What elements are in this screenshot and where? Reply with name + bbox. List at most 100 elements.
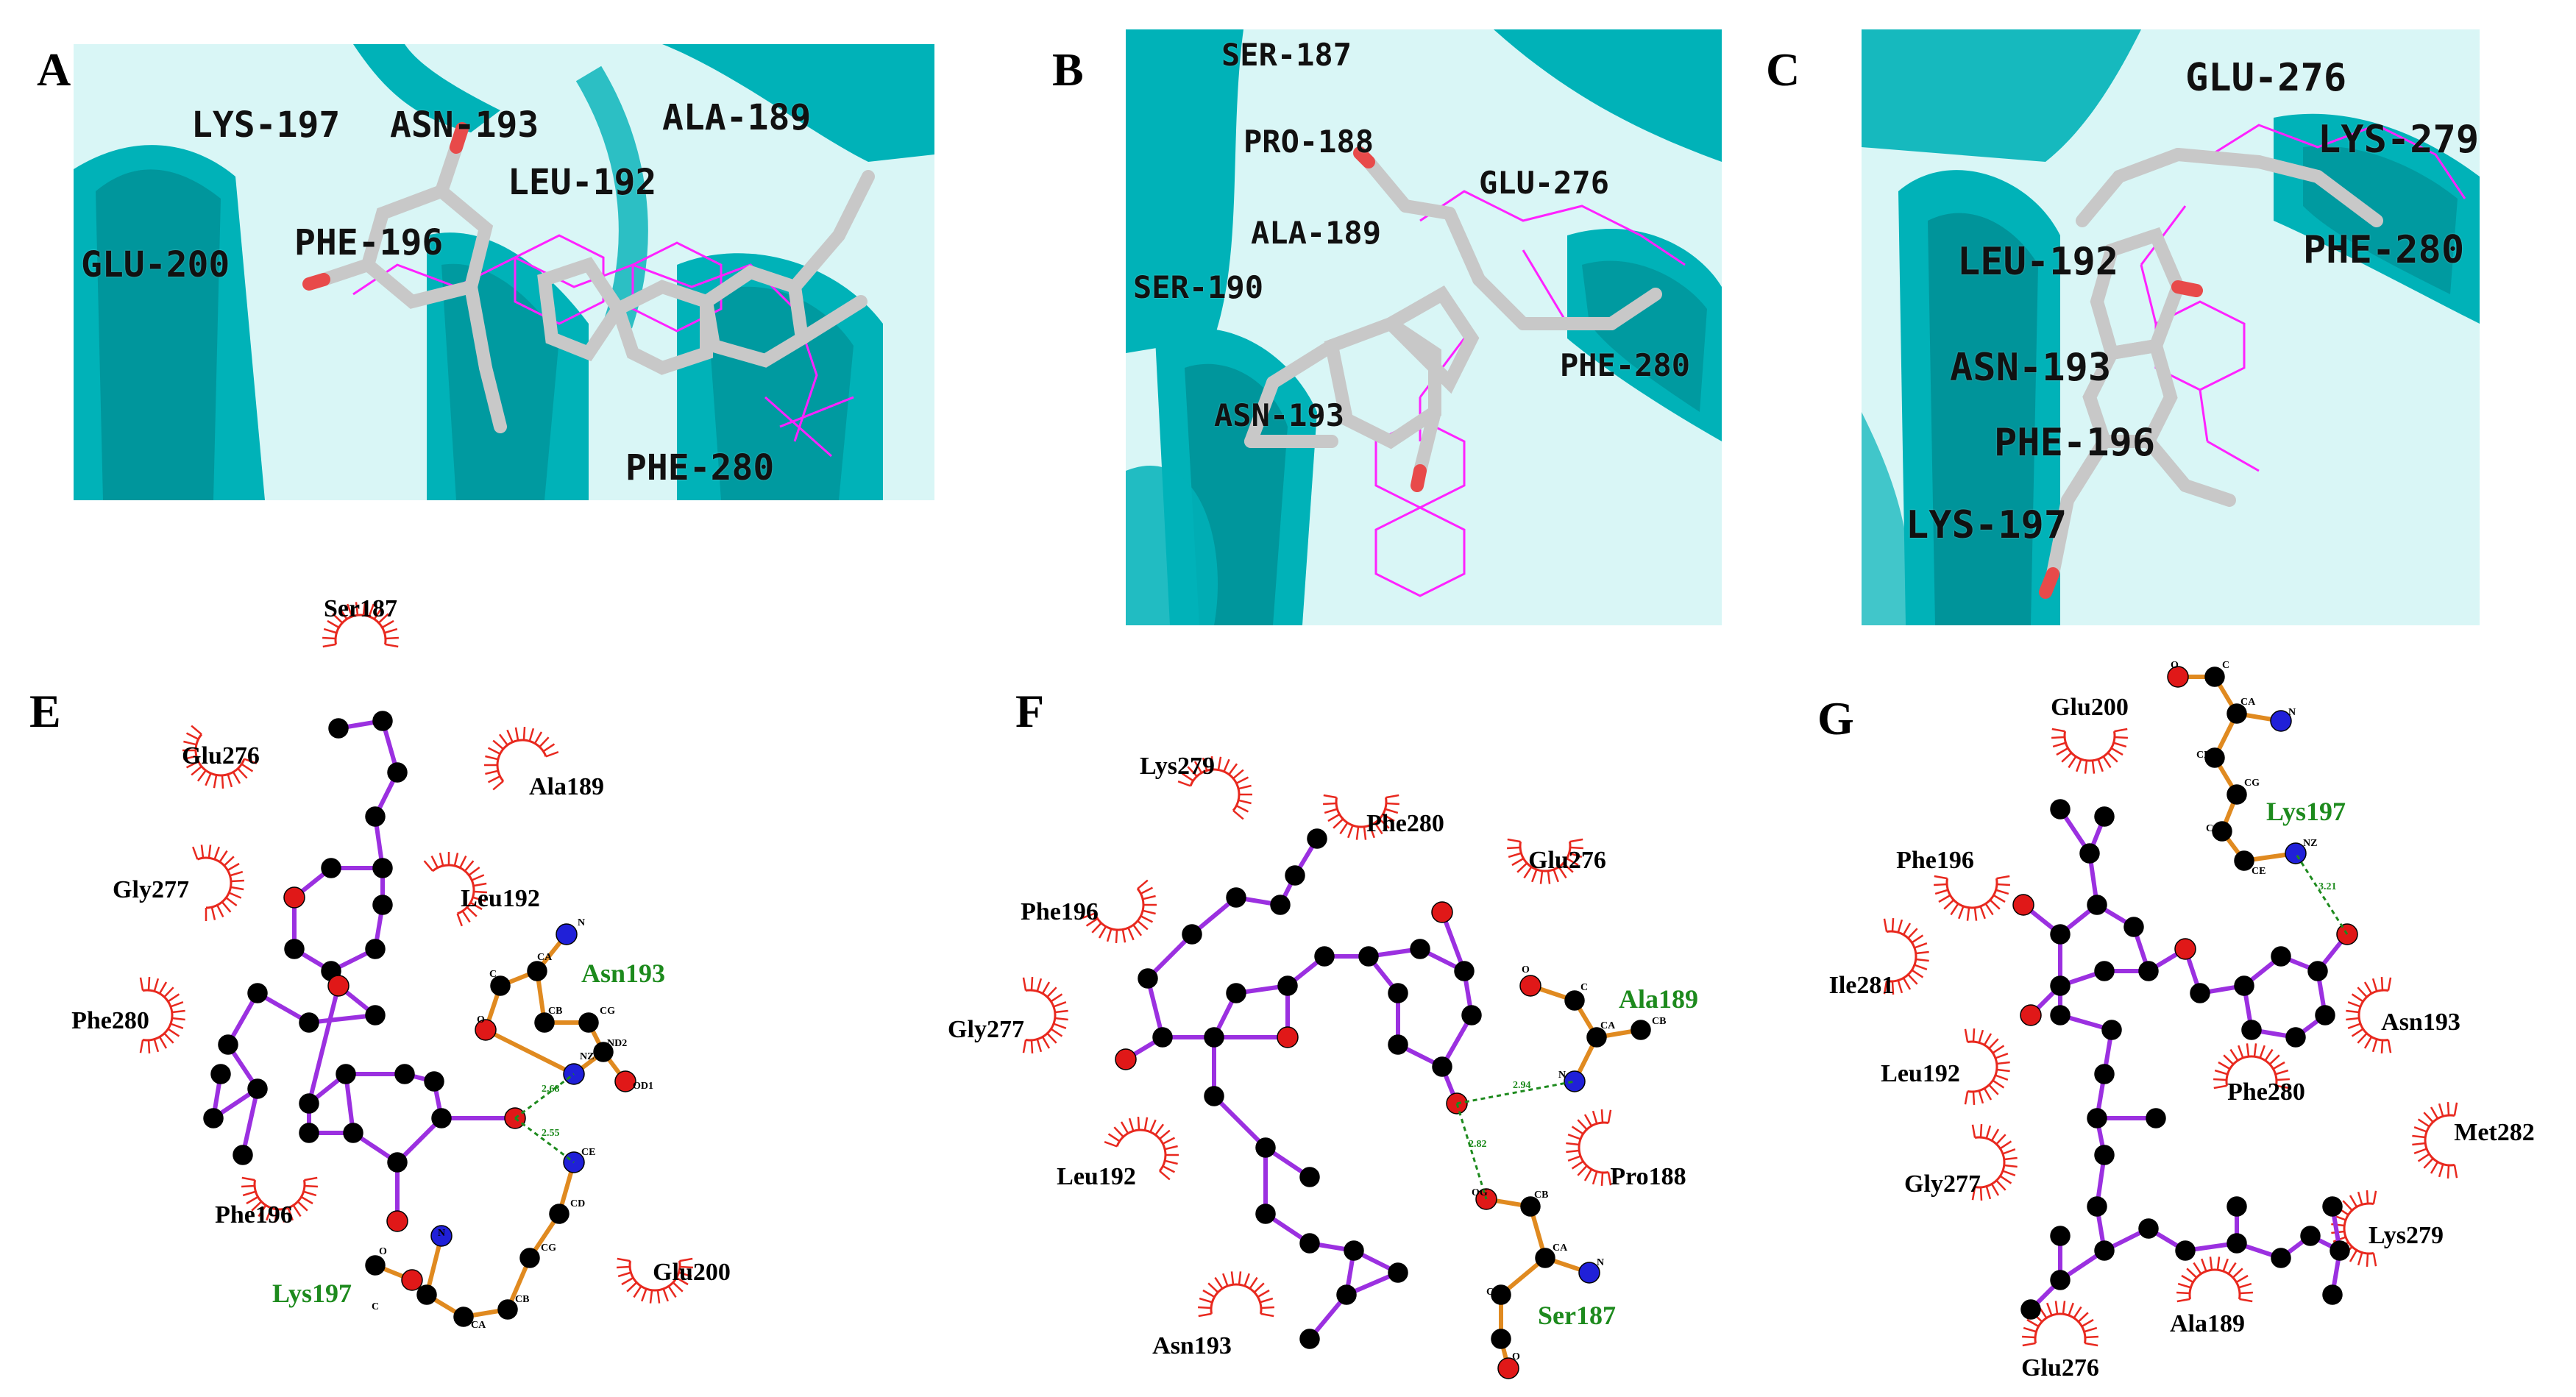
f-hydro-5-label: Leu192: [1057, 1163, 1136, 1190]
e-ligand-atom-9: [365, 939, 386, 959]
res3d-a-6: PHE-280: [625, 447, 775, 488]
e-hbond-1: [514, 1117, 575, 1164]
g-ligand-atom-28: [2050, 1270, 2071, 1290]
f-ala-atom: [1519, 975, 1651, 1092]
f-ala-atom-4: [1564, 1070, 1586, 1092]
e-ligand-atom-2: [387, 762, 408, 783]
f-res-ser: Ser187: [1538, 1301, 1616, 1330]
e-ligand-atom-0: [328, 718, 349, 739]
f-ligand-atom-6: [1152, 1027, 1173, 1048]
e-atom-label-3: O: [477, 1014, 485, 1025]
panel-b-ribbons: [1126, 29, 1722, 625]
f-ligand-atom-4: [1182, 924, 1202, 945]
g-ligand-atom-31: [2138, 1218, 2159, 1239]
f-ser-atom-2: [1535, 1248, 1555, 1268]
g-ligand-atom-30: [2050, 1226, 2071, 1246]
g-ligand-atom-16: [2307, 961, 2328, 981]
f-ala-atom-0: [1519, 975, 1541, 997]
g-ligand-atom-27: [2094, 1240, 2115, 1261]
res3d-b-5: PHE-280: [1560, 347, 1691, 383]
g-ligand-atom-12: [2174, 938, 2196, 960]
f-ligand-atom-2: [1270, 895, 1291, 915]
f-ligand-atom-19: [1431, 901, 1453, 923]
g-atom-label-7: CE: [2252, 866, 2265, 877]
g-hydro-8-label: Lys279: [2369, 1222, 2444, 1249]
res3d-b-3: ALA-189: [1251, 215, 1382, 251]
f-ligand-atom-10: [1277, 975, 1298, 996]
f-ligand-atom-13: [1388, 983, 1408, 1003]
f-atom-label-7: CA: [1553, 1243, 1568, 1254]
g-ligand-atom-10: [2138, 961, 2159, 981]
e-hbond-0-distance: 2.68: [542, 1084, 560, 1095]
f-ligand-atom-0: [1307, 828, 1327, 849]
f-ligand-atom-8: [1204, 1027, 1224, 1048]
e-hydro-0-label: Ser187: [324, 595, 397, 622]
e-asn-atom-6: [593, 1042, 614, 1062]
res3d-b-4: SER-190: [1133, 269, 1264, 305]
f-hydro-6-label: Pro188: [1610, 1163, 1686, 1190]
g-ligand-atom-13: [2190, 983, 2210, 1003]
f-hydro-5: [1104, 1117, 1179, 1181]
g-ligand-atom-5: [2050, 975, 2071, 996]
res3d-a-0: LYS-197: [191, 104, 341, 146]
g-lys-atom-7: [2234, 850, 2254, 871]
g-ligand-atom-37: [2330, 1240, 2350, 1261]
f-atom-label-3: CB: [1652, 1016, 1666, 1027]
f-hbond-0: [1456, 1080, 1575, 1105]
g-hydro-4-label: Gly277: [1904, 1170, 1981, 1198]
f-atom-label-8: N: [1597, 1257, 1604, 1268]
e-hydro-1: [182, 725, 258, 789]
e-lys-atom-1: [549, 1204, 570, 1224]
g-lys-atom-3: [2270, 710, 2292, 732]
g-ligand-atom-18: [2285, 1027, 2306, 1048]
f-hydro-2-label: Glu276: [1528, 847, 1606, 874]
g-ligand-atom-35: [2271, 1248, 2291, 1268]
panel-b-structure: [1126, 29, 1722, 625]
e-ligand-atom-16: [247, 1078, 268, 1099]
panel-letter-a: A: [37, 43, 71, 96]
e-asn-atom-5: [578, 1012, 599, 1033]
f-ligand-atom-27: [1344, 1240, 1364, 1261]
e-atom-label-14: N: [438, 1228, 445, 1239]
f-atom-label-1: C: [1580, 982, 1588, 993]
e-hydro-5: [139, 977, 185, 1053]
e-ligand-atom-27: [394, 1064, 415, 1084]
g-hydro-5-label: Asn193: [2381, 1009, 2460, 1036]
g-atom-label-1: C: [2222, 660, 2229, 671]
g-hydro-7-label: Met282: [2454, 1119, 2535, 1146]
panel-letter-b: B: [1052, 43, 1084, 96]
f-ligand-atom-18: [1410, 939, 1430, 959]
e-hydro-2: [484, 727, 559, 791]
g-ligand-atom-21: [2101, 1020, 2122, 1040]
res3d-c-5: PHE-196: [1994, 421, 2156, 465]
panel-b-magenta-ligand: [1374, 190, 1686, 597]
e-ligand-atom-15: [218, 1034, 238, 1055]
panel-b-stick-ligand: [1244, 155, 1662, 477]
e-ligand-atom-22: [343, 1123, 363, 1143]
e-lys-atom-6: [401, 1269, 423, 1291]
e-atom-label-0: N: [578, 917, 585, 928]
g-lys-atom-2: [2226, 703, 2247, 724]
panel-letter-g: G: [1817, 692, 1854, 744]
f-res-ala: Ala189: [1619, 984, 1698, 1014]
e-ligand-bonds: [211, 719, 517, 1223]
panel-a-stick-ligand: [317, 141, 875, 433]
g-hydro-6: [2213, 1043, 2290, 1089]
e-hbond-1-distance: 2.55: [542, 1128, 560, 1139]
f-hydro-7: [1198, 1271, 1274, 1318]
panel-g-diagram: Glu200Phe196Ile281Leu192Gly277Asn193Phe2…: [1829, 660, 2535, 1382]
f-ligand-atom-28: [1388, 1262, 1408, 1283]
e-asn-atom: [475, 923, 636, 1092]
e-ligand-atom-12: [365, 1005, 386, 1025]
res3d-c-4: ASN-193: [1950, 346, 2112, 390]
g-atom-label-3: N: [2288, 707, 2296, 718]
g-lys-atom-5: [2226, 784, 2247, 805]
f-ligand-atom-22: [1204, 1086, 1224, 1106]
g-atom-label-2: CA: [2240, 697, 2256, 708]
panel-b-oxygen-tips: [1353, 146, 1427, 492]
f-hydro-1-label: Phe280: [1366, 810, 1444, 837]
f-ligand-bonds: [1124, 836, 1474, 1341]
res3d-a-1: ASN-193: [390, 104, 539, 146]
panel-b-3d-view: SER-187 PRO-188 GLU-276 ALA-189 SER-190 …: [1126, 29, 1722, 625]
g-ligand-atom-11: [2123, 917, 2144, 937]
